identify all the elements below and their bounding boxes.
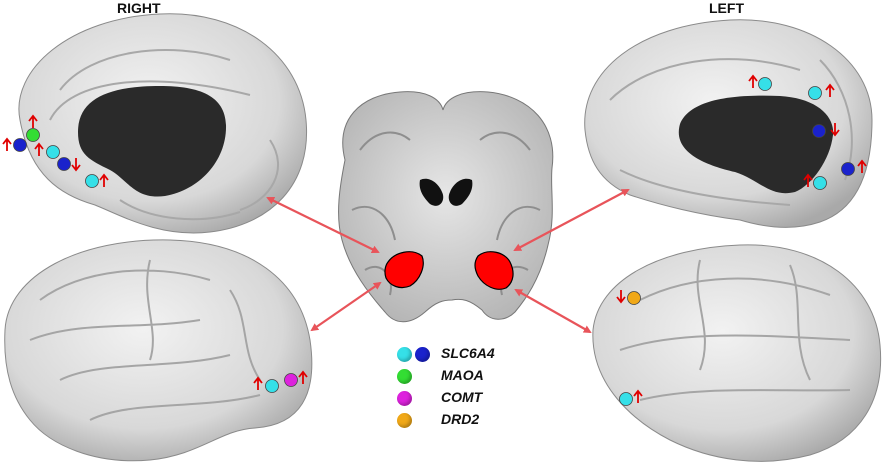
legend-gene-label: COMT: [441, 389, 483, 405]
marker-slc6a4: [841, 162, 855, 176]
legend-item-drd2: DRD2: [397, 410, 537, 432]
legend-color-dot: [397, 391, 412, 406]
marker-comt: [284, 373, 298, 387]
legend-gene-label: MAOA: [441, 367, 484, 383]
legend-item-slc6a4: SLC6A4: [397, 344, 537, 366]
legend-item-comt: COMT: [397, 388, 537, 410]
legend-gene-label: DRD2: [441, 411, 480, 427]
up-arrow-icon: [748, 74, 758, 88]
up-arrow-icon: [34, 142, 44, 156]
marker-slc6a4: [265, 379, 279, 393]
marker-slc6a4: [13, 138, 27, 152]
connector-arrows: [266, 189, 630, 333]
legend-item-maoa: MAOA: [397, 366, 537, 388]
left-ventricle: [678, 95, 834, 194]
legend-color-dot: [397, 413, 412, 428]
right-hemisphere-label: RIGHT: [117, 0, 161, 16]
up-arrow-icon: [633, 389, 643, 403]
left-medial-hemisphere: [584, 19, 873, 228]
up-arrow-icon: [825, 83, 835, 97]
legend-color-dot: [397, 347, 412, 362]
up-arrow-icon: [857, 159, 867, 173]
left-striatum-region: [474, 251, 514, 290]
up-arrow-icon: [99, 173, 109, 187]
marker-slc6a4: [46, 145, 60, 159]
down-arrow-icon: [616, 290, 626, 304]
arrow-to-left-medial: [513, 189, 630, 251]
right-striatum-region: [384, 251, 424, 289]
legend-gene-label: SLC6A4: [441, 345, 495, 361]
right-ventricle: [78, 86, 227, 197]
marker-drd2: [627, 291, 641, 305]
down-arrow-icon: [71, 158, 81, 172]
legend-color-dot: [397, 369, 412, 384]
marker-slc6a4: [57, 157, 71, 171]
marker-slc6a4: [808, 86, 822, 100]
marker-slc6a4: [813, 176, 827, 190]
gene-markers: [2, 74, 867, 406]
up-arrow-icon: [298, 370, 308, 384]
marker-maoa: [26, 128, 40, 142]
marker-slc6a4: [758, 77, 772, 91]
arrow-to-right-lateral: [310, 281, 382, 332]
slice-ventricles: [419, 178, 473, 206]
legend-color-dot: [415, 347, 430, 362]
down-arrow-icon: [830, 123, 840, 137]
left-lateral-hemisphere: [592, 244, 882, 462]
up-arrow-icon: [803, 173, 813, 187]
up-arrow-icon: [28, 114, 38, 128]
arrow-to-left-lateral: [514, 289, 592, 333]
right-lateral-hemisphere: [4, 239, 313, 462]
coronal-brain-slice: [338, 91, 554, 323]
marker-slc6a4: [85, 174, 99, 188]
right-medial-hemisphere: [18, 13, 308, 234]
up-arrow-icon: [253, 376, 263, 390]
marker-slc6a4: [619, 392, 633, 406]
up-arrow-icon: [2, 137, 12, 151]
arrow-to-right-medial: [266, 197, 380, 253]
marker-slc6a4: [812, 124, 826, 138]
left-hemisphere-label: LEFT: [709, 0, 744, 16]
